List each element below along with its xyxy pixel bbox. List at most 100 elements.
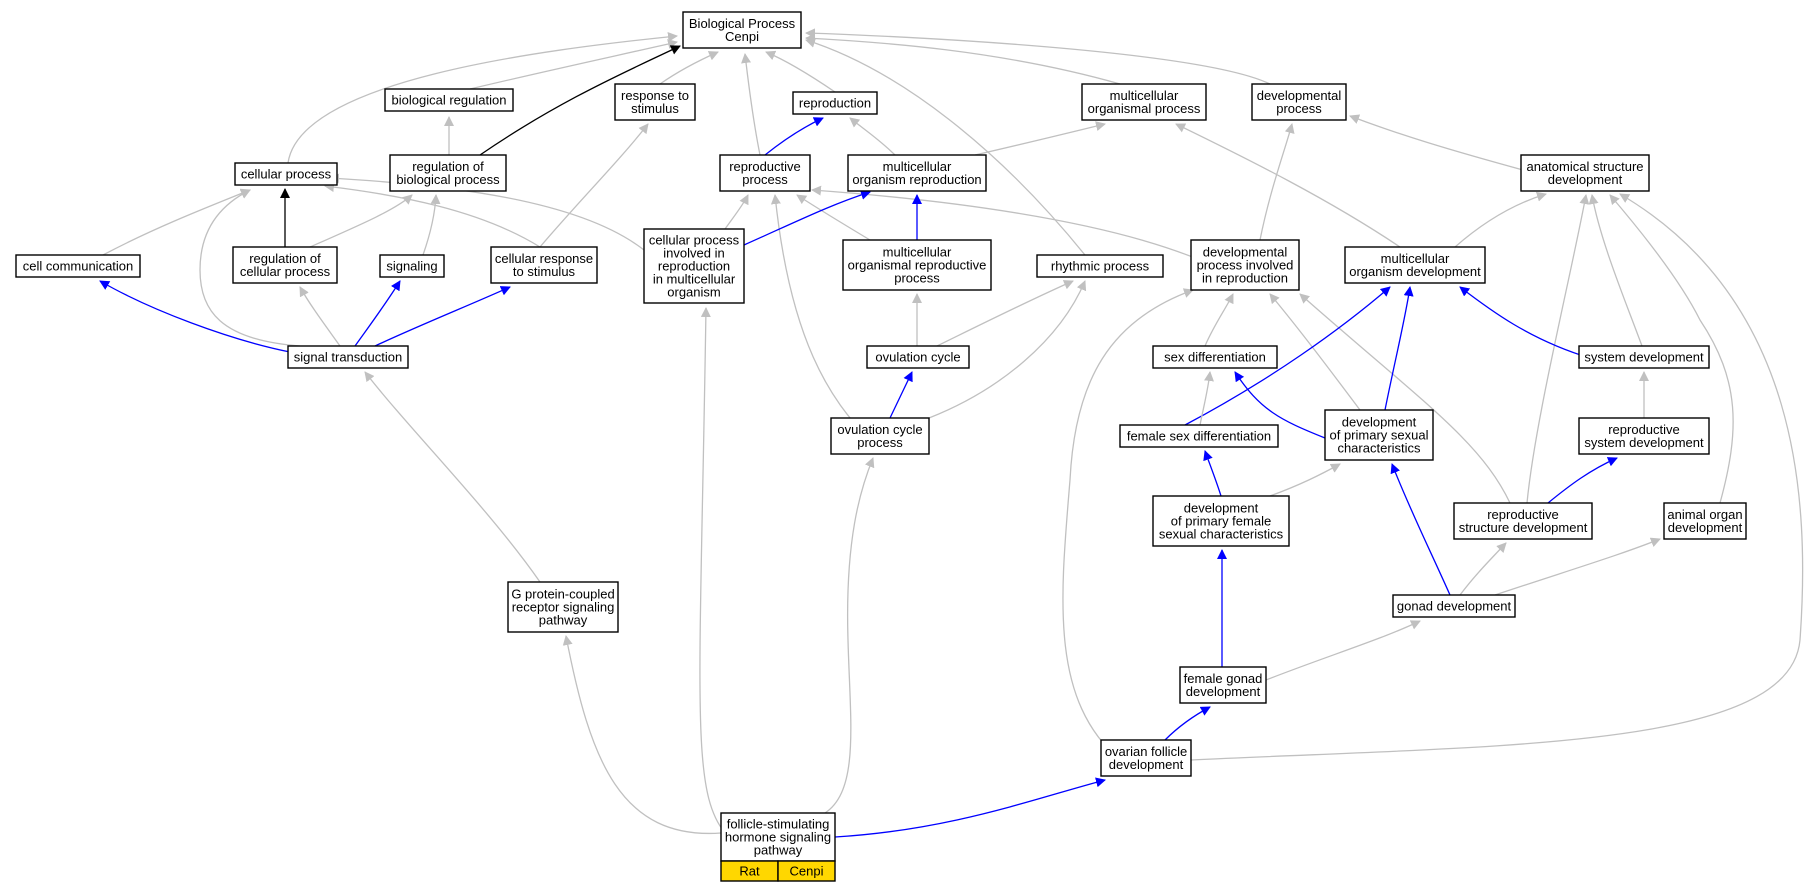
go-term-label: organismal reproductive bbox=[848, 258, 987, 273]
is-a-edge bbox=[805, 37, 1086, 256]
go-term-label: rhythmic process bbox=[1051, 259, 1150, 274]
is-a-edge bbox=[724, 194, 749, 230]
go-term-box bbox=[1081, 83, 1207, 121]
is-a-edge bbox=[329, 173, 645, 251]
go-term-label: of primary sexual bbox=[1330, 428, 1429, 443]
go-term-box bbox=[1190, 239, 1300, 291]
go-term-label: system development bbox=[1584, 435, 1704, 450]
go-term-label: biological process bbox=[396, 172, 500, 187]
go-term-box bbox=[379, 254, 445, 278]
species-tag-label: Cenpi bbox=[790, 864, 824, 879]
go-term-node-repro[interactable]: reproduction bbox=[792, 91, 878, 115]
is-a-edge bbox=[364, 371, 541, 583]
go-term-label: development bbox=[1548, 172, 1623, 187]
go-term-box bbox=[234, 162, 338, 186]
regulates-edge bbox=[479, 45, 681, 156]
go-term-label: sexual characteristics bbox=[1159, 527, 1284, 542]
is-a-edge bbox=[1299, 293, 1511, 504]
go-term-label: development bbox=[1342, 415, 1417, 430]
is-a-edge bbox=[1265, 620, 1421, 681]
go-term-box bbox=[1663, 502, 1747, 540]
is-a-edge bbox=[796, 194, 871, 241]
go-term-node-bioreg[interactable]: biological regulation bbox=[384, 88, 514, 112]
go-term-label: G protein-coupled bbox=[511, 587, 614, 602]
go-term-node-cellcomm[interactable]: cell communication bbox=[15, 254, 141, 278]
go-term-node-sysdev[interactable]: system development bbox=[1578, 345, 1710, 369]
is-a-edge bbox=[1269, 463, 1341, 497]
go-term-box bbox=[1251, 83, 1347, 121]
is-a-edge bbox=[199, 189, 301, 347]
is-a-edge bbox=[562, 635, 722, 835]
is-a-edge bbox=[1349, 114, 1524, 171]
go-term-box bbox=[643, 228, 745, 304]
part-of-edge bbox=[743, 190, 871, 246]
is-a-edge bbox=[1259, 123, 1295, 241]
is-a-edge bbox=[824, 457, 875, 814]
is-a-edge bbox=[805, 33, 1121, 85]
go-term-box bbox=[490, 246, 598, 284]
go-term-label: developmental bbox=[1257, 88, 1342, 103]
go-term-node-ovcycle[interactable]: ovulation cycle bbox=[866, 345, 970, 369]
go-term-label: system development bbox=[1584, 350, 1704, 365]
go-term-node-sexdiff[interactable]: sex differentiation bbox=[1152, 345, 1278, 369]
part-of-edge bbox=[889, 371, 913, 419]
is-a-edge bbox=[928, 280, 1087, 419]
go-term-label: reproduction bbox=[658, 259, 730, 274]
go-term-label: structure development bbox=[1459, 520, 1588, 535]
go-term-node-sigtrans[interactable]: signal transduction bbox=[287, 345, 409, 369]
is-a-edge bbox=[1454, 191, 1547, 248]
go-term-box bbox=[287, 345, 409, 369]
part-of-edge bbox=[1164, 706, 1211, 741]
go-term-box bbox=[1036, 254, 1164, 278]
species-tag-label: Rat bbox=[739, 864, 760, 879]
part-of-edge bbox=[99, 280, 291, 353]
go-term-box bbox=[1119, 424, 1279, 448]
go-term-node-signaling[interactable]: signaling bbox=[379, 254, 445, 278]
is-a-edge bbox=[1459, 542, 1507, 596]
go-term-node-rhythm[interactable]: rhythmic process bbox=[1036, 254, 1164, 278]
go-term-label: animal organ bbox=[1667, 507, 1742, 522]
go-term-box bbox=[719, 154, 811, 192]
go-term-label: in multicellular bbox=[653, 272, 736, 287]
go-term-label: in reproduction bbox=[1202, 271, 1288, 286]
part-of-edge bbox=[1384, 286, 1414, 411]
go-term-node-cellp[interactable]: cellular process bbox=[234, 162, 338, 186]
go-term-label: biological regulation bbox=[392, 93, 507, 108]
is-a-edge bbox=[1190, 193, 1804, 761]
is-a-edge bbox=[1494, 537, 1661, 596]
go-term-label: multicellular bbox=[1381, 251, 1450, 266]
is-a-edge bbox=[936, 280, 1074, 347]
go-term-box bbox=[1578, 345, 1710, 369]
is-a-edge bbox=[422, 194, 441, 256]
go-term-box bbox=[720, 812, 836, 862]
go-term-box bbox=[866, 345, 970, 369]
go-term-node-femsexdiff[interactable]: female sex differentiation bbox=[1119, 424, 1279, 448]
go-term-box bbox=[15, 254, 141, 278]
go-term-node-gonad[interactable]: gonad development bbox=[1392, 594, 1516, 618]
species-tag-box bbox=[777, 860, 836, 882]
